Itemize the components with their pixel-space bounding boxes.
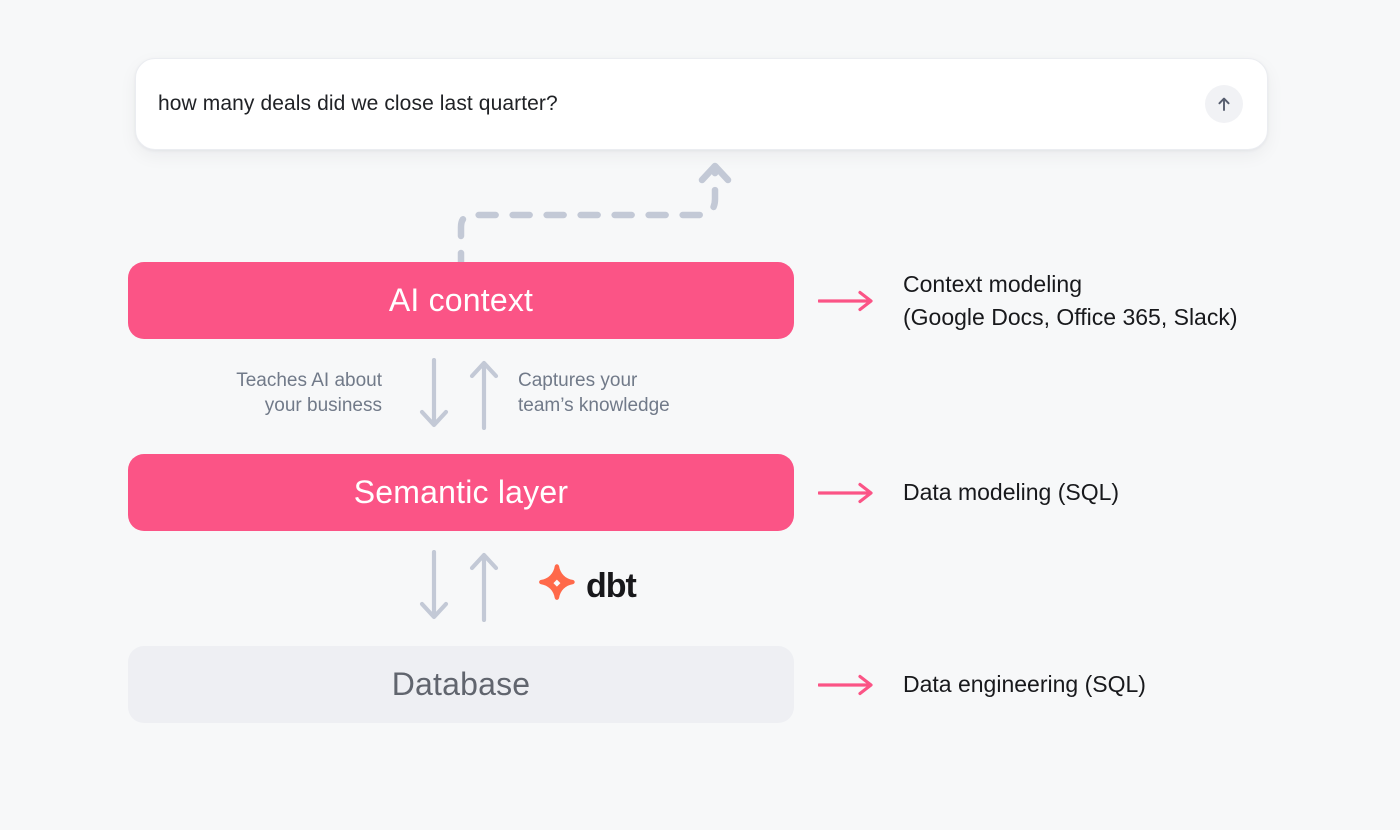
gap-caption-teaches: Teaches AI about your business [236, 370, 382, 416]
gap-annotation-upper: Teaches AI about your business Captures … [128, 358, 794, 430]
callout-data-engineering: Data engineering (SQL) [818, 647, 1146, 722]
callout-context-modeling: Context modeling (Google Docs, Office 36… [818, 263, 1238, 338]
stack-box-label: AI context [388, 282, 534, 318]
gap-annotation-lower [128, 550, 794, 622]
send-button[interactable] [1205, 85, 1243, 123]
prompt-input[interactable]: how many deals did we close last quarter… [158, 92, 558, 115]
arrow-up-icon [1214, 94, 1234, 114]
arrow-right-icon [818, 674, 873, 695]
arrow-up-icon [469, 552, 499, 622]
dbt-mark-icon [536, 562, 578, 609]
stack-box-semantic-layer[interactable]: Semantic layer [128, 454, 794, 531]
dbt-logo: dbt [536, 562, 637, 609]
arrow-down-icon [419, 550, 449, 620]
stack-box-label: Database [391, 666, 531, 702]
bidirectional-exchange-arrows [419, 358, 499, 430]
arrow-right-icon [818, 290, 873, 311]
callout-data-modeling: Data modeling (SQL) [818, 455, 1119, 530]
dbt-wordmark: dbt [586, 566, 637, 605]
stack-box-database[interactable]: Database [128, 646, 794, 723]
arrow-right-icon [818, 482, 873, 503]
callout-text: Data engineering (SQL) [903, 671, 1146, 697]
feedback-loop-arrow [457, 162, 732, 270]
callout-text: Context modeling (Google Docs, Office 36… [903, 270, 1238, 330]
stack-box-ai-context[interactable]: AI context [128, 262, 794, 339]
bidirectional-exchange-arrows [419, 550, 499, 622]
callout-text: Data modeling (SQL) [903, 479, 1120, 505]
arrow-up-icon [469, 360, 499, 430]
stack-box-label: Semantic layer [353, 474, 569, 510]
gap-caption-captures: Captures your team’s knowledge [518, 370, 670, 416]
arrow-down-icon [419, 358, 449, 428]
prompt-input-bar[interactable]: how many deals did we close last quarter… [135, 58, 1268, 150]
